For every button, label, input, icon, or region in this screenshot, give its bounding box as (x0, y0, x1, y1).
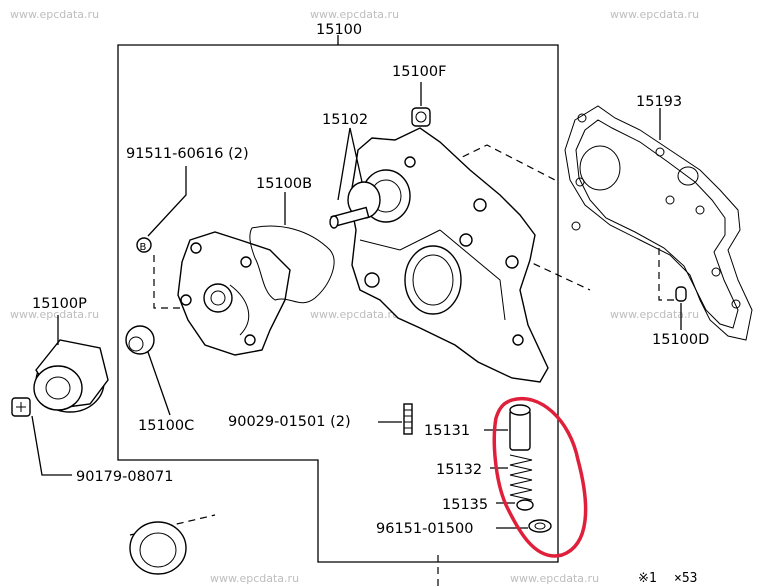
label-90029-01501: 90029-01501 (2) (228, 414, 351, 430)
stud-90029 (403, 403, 413, 435)
assembly-bracket (117, 44, 559, 563)
label-90179-08071: 90179-08071 (76, 469, 174, 485)
label-15100D: 15100D (652, 332, 709, 348)
label-96151-01500: 96151-01500 (376, 521, 474, 537)
drive-gear-15102 (329, 181, 381, 229)
leader-line (147, 166, 187, 237)
plug-15100F (411, 107, 431, 127)
label-15100F: 15100F (392, 64, 446, 80)
label-15102: 15102 (322, 112, 368, 128)
pump-cover-plate (177, 231, 291, 356)
part-labels: 15100 15100F 15102 91511-60616 (2) 15100… (32, 22, 709, 537)
gasket-15193 (564, 105, 753, 341)
symbol-b: B (140, 242, 147, 253)
spring-15132 (509, 454, 533, 501)
gasket-15100B (249, 225, 335, 304)
snap-ring-96151 (528, 519, 552, 533)
corner-mark-right: ×53 (674, 571, 697, 586)
leader-line (349, 127, 363, 183)
watermark: www.epcdata.ru (10, 8, 99, 21)
watermark: www.epcdata.ru (610, 8, 699, 21)
watermark: www.epcdata.ru (610, 308, 699, 321)
label-15100C: 15100C (138, 418, 194, 434)
leader-line (31, 415, 72, 476)
pulley-15100P (33, 339, 109, 413)
watermark: www.epcdata.ru (310, 308, 399, 321)
seal-15100C (125, 325, 155, 355)
corner-mark-left: ※1 (638, 571, 657, 586)
label-15100P: 15100P (32, 296, 87, 312)
label-15100B: 15100B (256, 176, 312, 192)
label-15135: 15135 (442, 497, 488, 513)
retainer-15135 (516, 499, 534, 511)
watermark: www.epcdata.ru (510, 572, 599, 585)
watermark: www.epcdata.ru (210, 572, 299, 585)
watermark: www.epcdata.ru (310, 8, 399, 21)
crankshaft-seal (129, 521, 187, 575)
highlight-loop (492, 396, 588, 558)
leader-line (147, 351, 171, 416)
pin-15100D (675, 286, 687, 302)
label-15132: 15132 (436, 462, 482, 478)
symbol-b-circle (136, 237, 152, 253)
bolt-90179 (11, 397, 31, 417)
label-15100: 15100 (316, 22, 362, 38)
label-91511-60616: 91511-60616 (2) (126, 146, 249, 162)
leader-line (337, 127, 351, 201)
relief-valve-15131 (509, 404, 531, 451)
label-15131: 15131 (424, 423, 470, 439)
watermark: www.epcdata.ru (10, 308, 99, 321)
watermarks: www.epcdata.ru www.epcdata.ru www.epcdat… (10, 8, 699, 585)
label-15193: 15193 (636, 94, 682, 110)
timing-cover-housing (349, 127, 549, 383)
